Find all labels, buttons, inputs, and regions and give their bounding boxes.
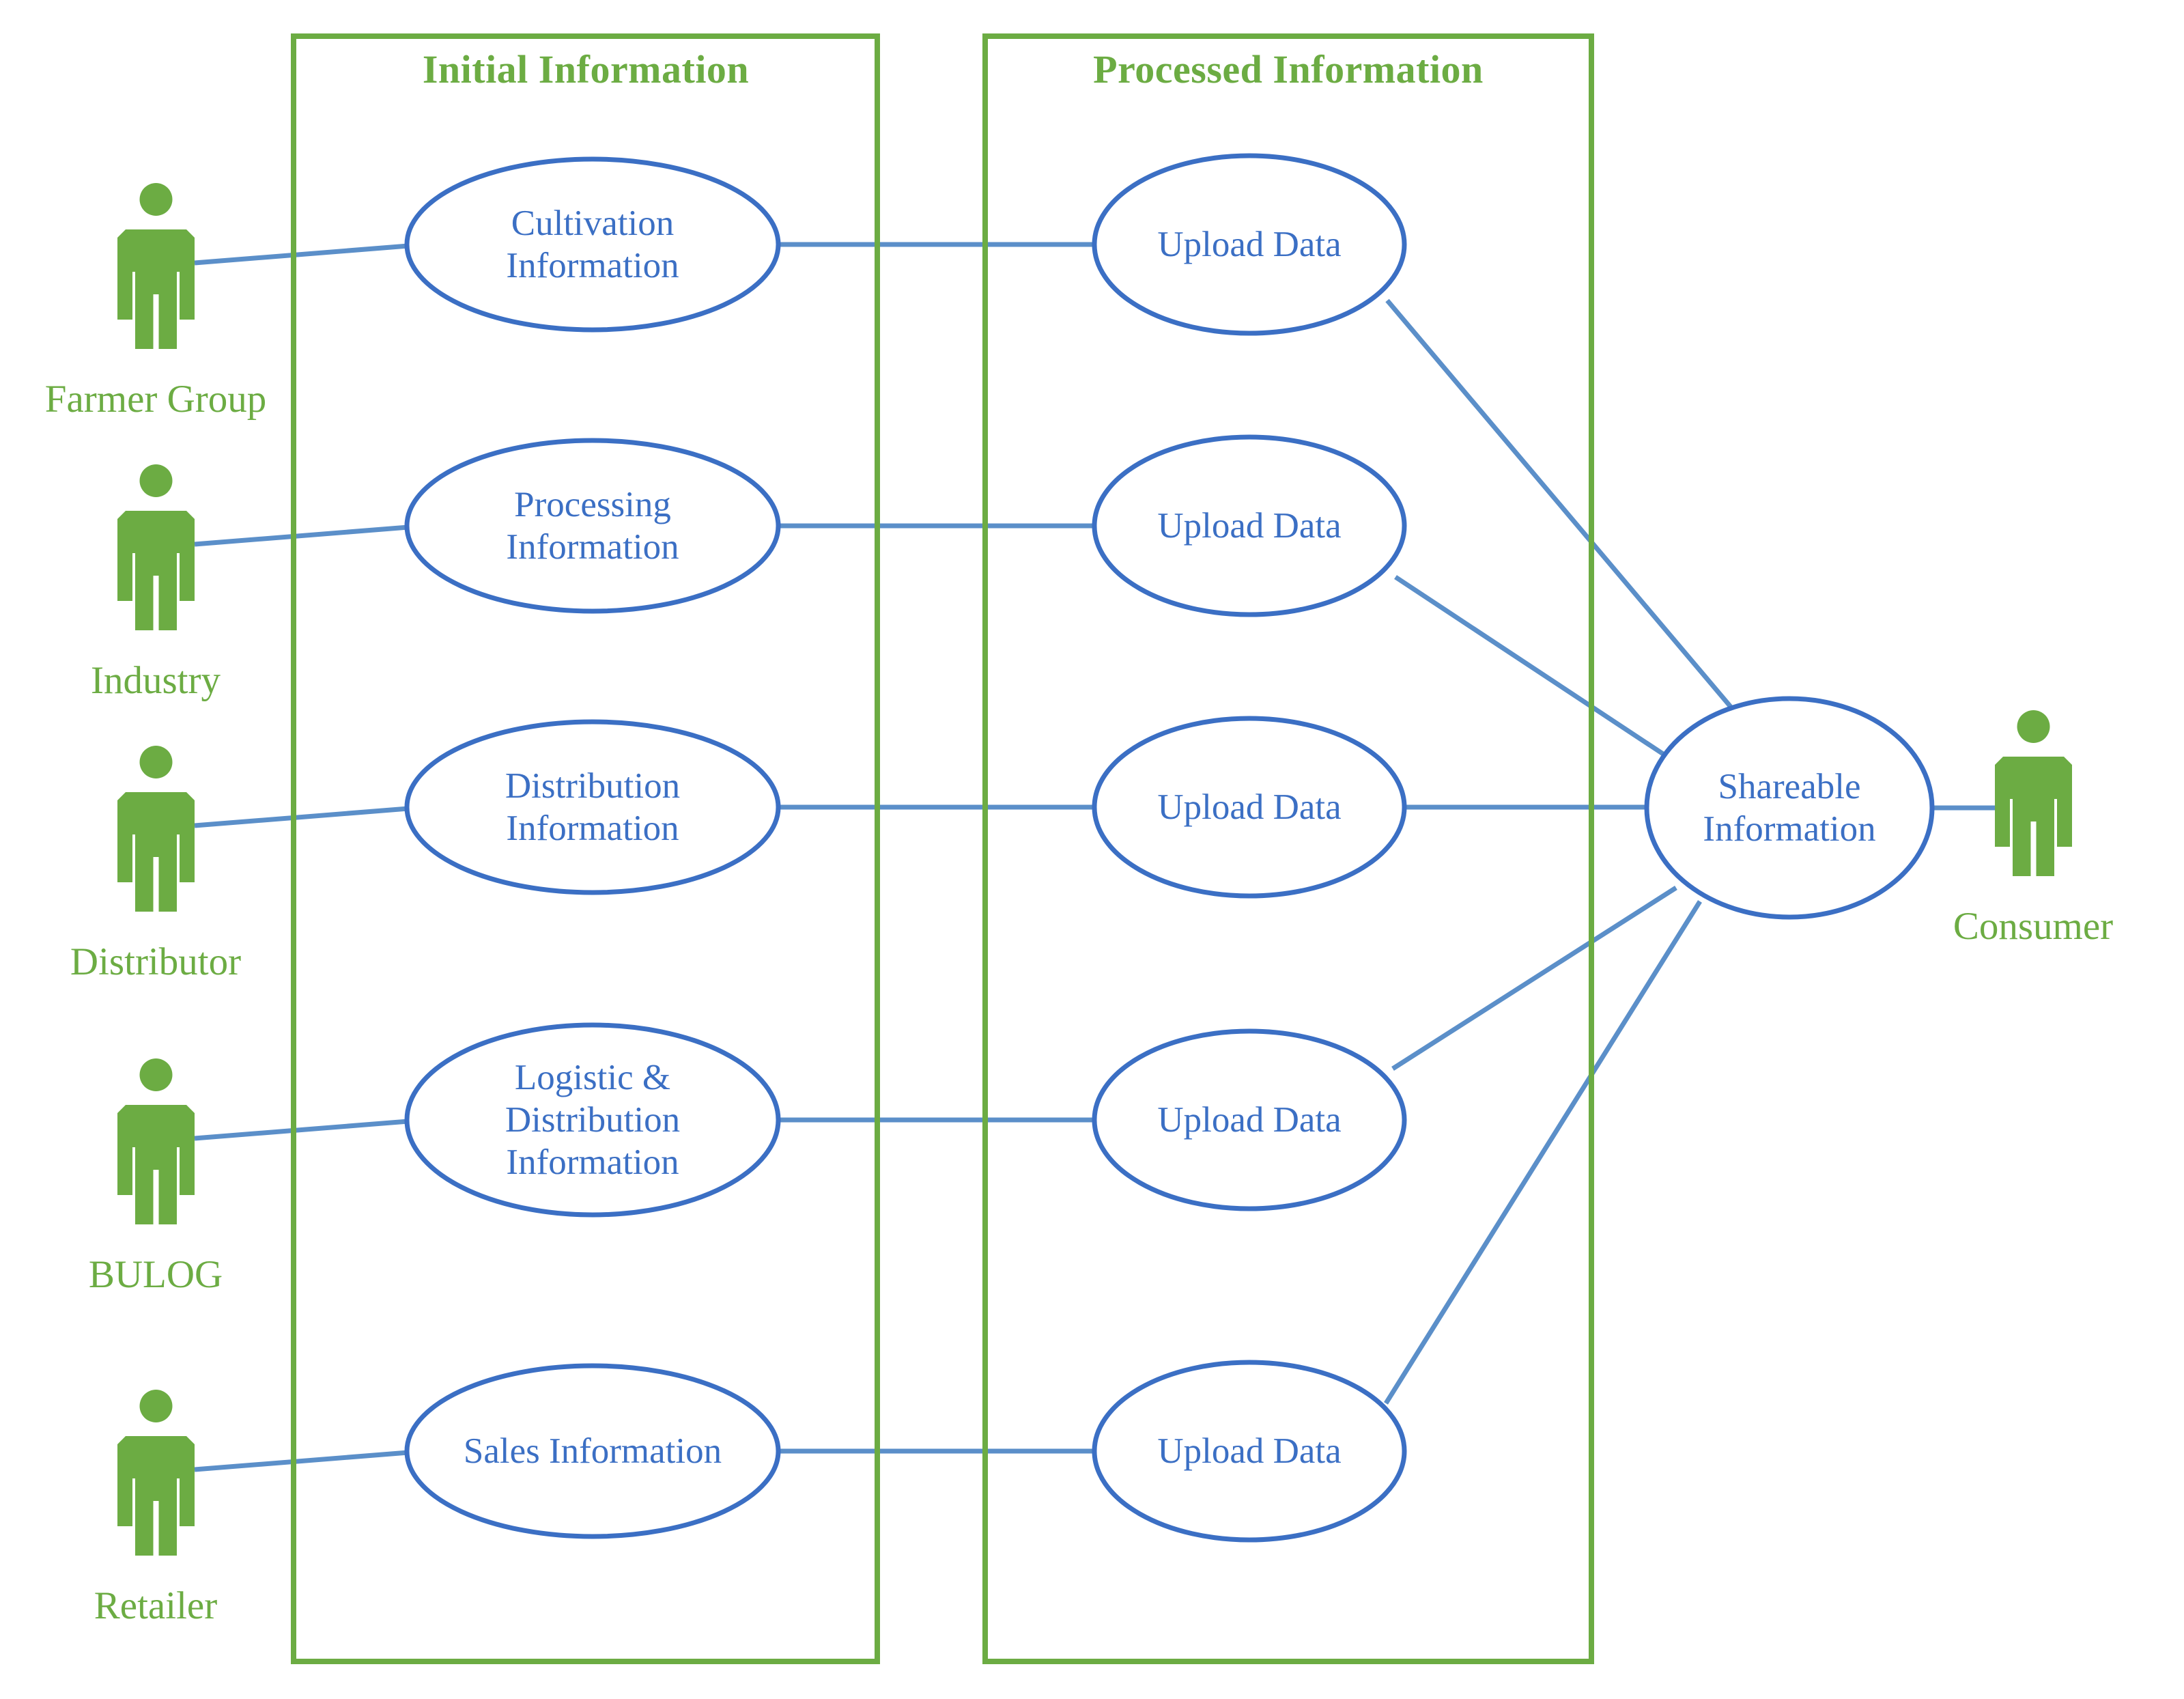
use-case-ellipse-cultivation-information[interactable]	[404, 156, 781, 333]
actor-figure-retailer[interactable]	[117, 1390, 195, 1556]
actor-label-retailer: Retailer	[94, 1584, 218, 1627]
actor-figure-distributor[interactable]	[117, 746, 195, 912]
use-case-ellipse-processing-information[interactable]	[404, 438, 781, 614]
connector-industry-to-processing	[194, 524, 409, 547]
actor-figure-farmer-group[interactable]	[117, 183, 195, 349]
actor-body-industry	[117, 511, 195, 630]
actor-figure-industry[interactable]	[117, 464, 195, 630]
use-case-label-upload-data-1: Upload Data	[1157, 225, 1342, 264]
use-case-ellipse-distribution-information[interactable]	[404, 719, 781, 895]
use-case-ellipse-shareable-information[interactable]	[1644, 696, 1935, 920]
connector-upload4-to-shareable	[1391, 886, 1677, 1071]
use-case-label-distribution-information: Distribution Information	[505, 766, 681, 848]
system-boundary-processed	[982, 33, 1594, 1664]
boundary-title-processed: Processed Information	[1093, 47, 1484, 92]
actor-head-retailer	[139, 1390, 173, 1422]
actor-figure-consumer[interactable]	[1995, 710, 2072, 876]
connectors-layer	[194, 242, 2000, 1472]
use-case-label-sales-information: Sales Information	[463, 1431, 722, 1471]
actor-body-retailer	[117, 1436, 195, 1556]
actor-figures-layer	[117, 183, 2072, 1556]
connector-upload2-to-shareable	[1394, 575, 1671, 760]
use-case-label-shareable-information: Shareable Information	[1703, 767, 1876, 849]
use-case-label-upload-data-3: Upload Data	[1157, 787, 1342, 827]
connector-upload1-to-shareable	[1385, 298, 1733, 709]
use-case-label-cultivation-information: Cultivation Information	[506, 203, 679, 285]
connector-farmer-to-cultivation	[194, 243, 409, 266]
system-boundaries-layer	[291, 33, 1594, 1664]
use-case-ellipse-upload-data-2[interactable]	[1092, 434, 1407, 617]
actor-body-bulog	[117, 1105, 195, 1224]
system-boundary-initial	[291, 33, 880, 1664]
connector-upload5-to-shareable	[1384, 900, 1702, 1405]
actor-body-farmer-group	[117, 229, 195, 349]
actor-figure-bulog[interactable]	[117, 1058, 195, 1224]
use-case-ellipse-sales-information[interactable]	[404, 1363, 781, 1539]
use-case-ellipses-layer	[404, 153, 1935, 1543]
actor-head-bulog	[139, 1058, 173, 1091]
actor-label-farmer-group: Farmer Group	[44, 378, 267, 421]
use-case-label-upload-data-4: Upload Data	[1157, 1100, 1342, 1140]
actor-label-consumer: Consumer	[1953, 905, 2114, 948]
use-case-ellipse-upload-data-1[interactable]	[1092, 153, 1407, 336]
actor-body-consumer	[1995, 757, 2072, 876]
actor-head-distributor	[139, 746, 173, 778]
actor-label-bulog: BULOG	[88, 1253, 223, 1296]
connector-retailer-to-sales	[194, 1450, 409, 1472]
use-case-label-upload-data-5: Upload Data	[1157, 1431, 1342, 1471]
connector-bulog-to-logistic	[194, 1119, 409, 1141]
actor-head-industry	[139, 464, 173, 497]
actor-body-distributor	[117, 792, 195, 912]
actor-label-distributor: Distributor	[70, 940, 242, 983]
use-case-label-logistic-distribution-information: Logistic & Distribution Information	[505, 1058, 681, 1182]
use-case-label-upload-data-2: Upload Data	[1157, 506, 1342, 546]
actor-head-farmer-group	[139, 183, 173, 216]
use-case-ellipse-upload-data-3[interactable]	[1092, 716, 1407, 899]
connector-distributor-to-distribution	[194, 806, 409, 828]
use-case-ellipse-upload-data-4[interactable]	[1092, 1028, 1407, 1211]
use-case-ellipse-upload-data-5[interactable]	[1092, 1360, 1407, 1543]
use-case-ellipse-logistic-distribution-information[interactable]	[404, 1022, 781, 1218]
actor-head-consumer	[2017, 710, 2050, 743]
use-case-label-processing-information: Processing Information	[506, 485, 679, 567]
actor-label-industry: Industry	[91, 659, 221, 702]
boundary-title-initial: Initial Information	[422, 47, 750, 92]
